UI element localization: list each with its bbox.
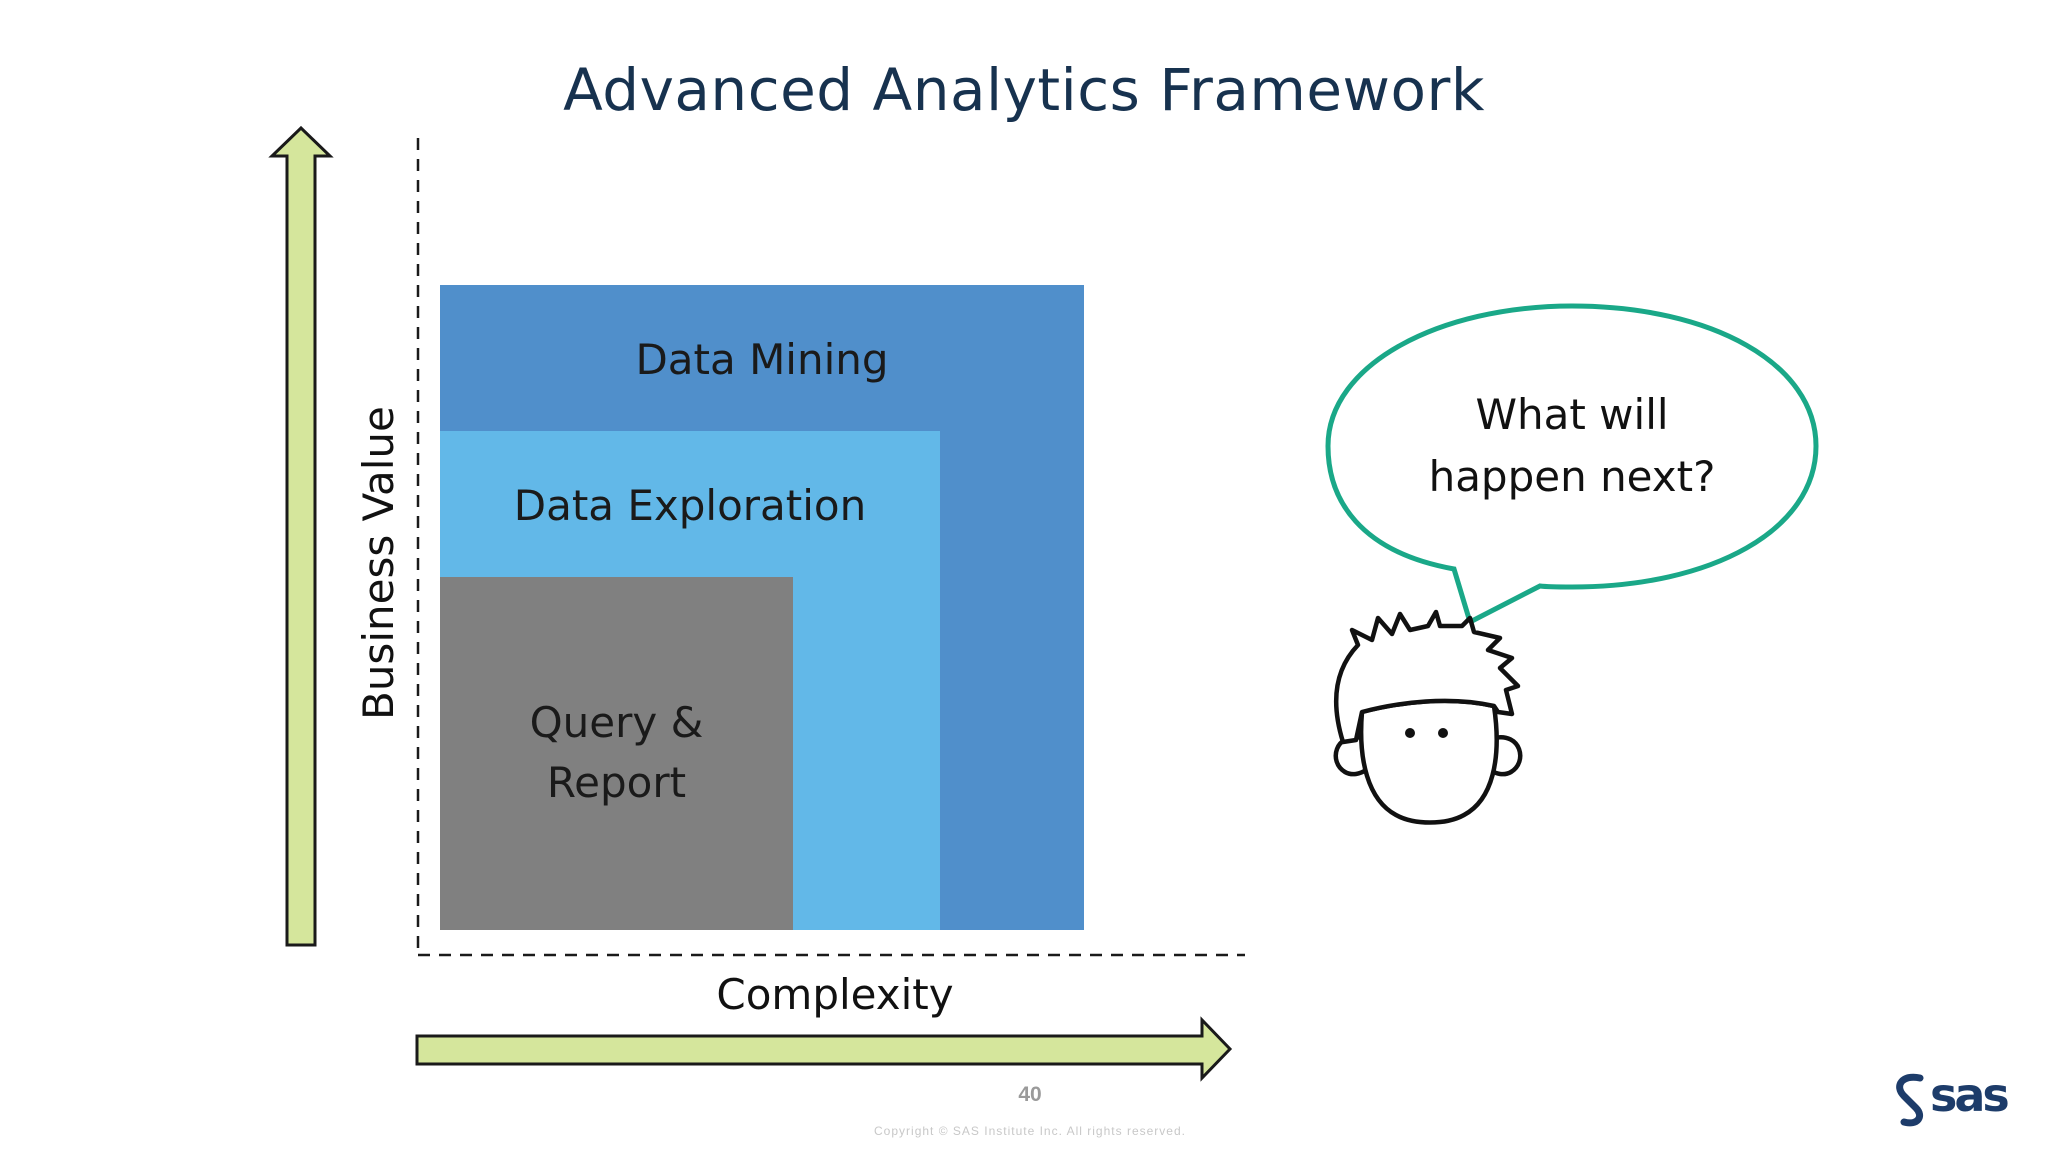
sas-logo-swirl	[1896, 1073, 1924, 1127]
data-mining-label: Data Mining	[635, 335, 889, 384]
query-report-line2: Report	[546, 758, 687, 807]
up-arrow-icon	[268, 125, 334, 947]
query-report-line1: Query &	[529, 698, 704, 747]
right-eye	[1438, 728, 1448, 738]
y-axis-label: Business Value	[354, 406, 403, 720]
sas-logo-text: sas	[1930, 1068, 2010, 1122]
speech-bubble-text: What will happen next?	[1362, 384, 1782, 508]
page-number: 40	[1018, 1083, 1042, 1106]
slide-title: Advanced Analytics Framework	[563, 56, 1485, 124]
query-report-box	[440, 577, 793, 930]
x-axis-label: Complexity	[716, 970, 954, 1019]
hair	[1333, 609, 1521, 745]
left-eye	[1405, 728, 1415, 738]
speech-bubble-icon	[1325, 303, 1819, 626]
thinking-person-icon	[1333, 609, 1523, 825]
sas-logo-icon: sas	[1892, 1068, 2022, 1128]
speech-bubble-line2: happen next?	[1428, 452, 1716, 501]
speech-bubble-line1: What will	[1475, 390, 1669, 439]
head	[1358, 698, 1499, 825]
right-arrow-icon	[415, 1016, 1233, 1082]
copyright-text: Copyright © SAS Institute Inc. All right…	[874, 1124, 1186, 1138]
query-report-label: Query & Report	[440, 693, 793, 813]
data-exploration-label: Data Exploration	[513, 481, 867, 530]
